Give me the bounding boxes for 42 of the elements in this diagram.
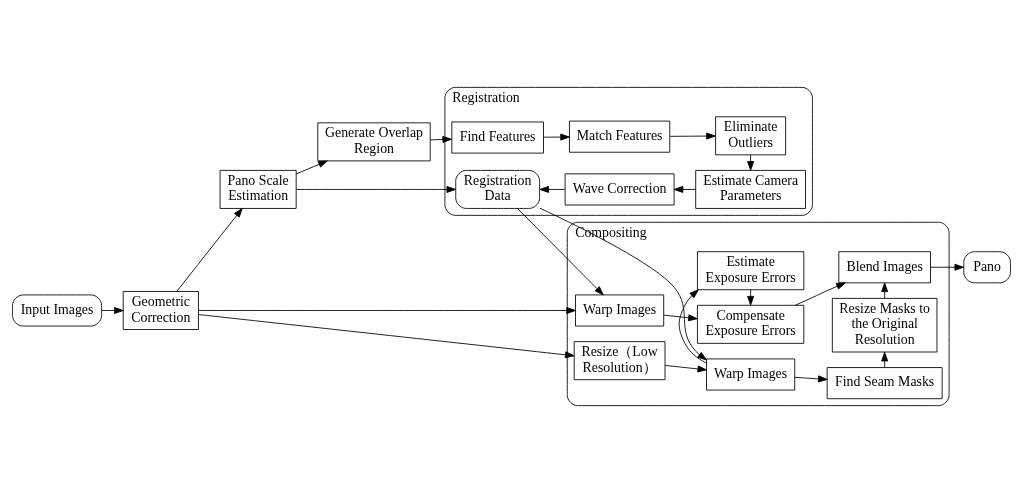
arrow (517, 207, 604, 295)
arrow (295, 185, 457, 193)
arrow (176, 207, 243, 292)
node-box: Resize（Low Resolution） (573, 340, 666, 380)
arrow (664, 364, 707, 372)
node-box: Blend Images (838, 250, 931, 283)
arrow (198, 313, 575, 358)
node-box: Pano (963, 250, 1011, 283)
node-box: Warp Images (575, 294, 665, 326)
node-box: Wave Correction (564, 172, 675, 205)
node-box: Resize Masks to the Original Resolution (831, 297, 938, 352)
node-box: Warp Images (706, 358, 796, 390)
arrow (881, 351, 889, 368)
node-box: Registration Data (455, 169, 541, 209)
node-box: Pano Scale Estimation (219, 169, 297, 209)
node-box: Find Features (451, 121, 544, 154)
arrow (543, 133, 570, 141)
node-box: Compensate Exposure Errors (697, 304, 805, 344)
arrow (669, 132, 716, 140)
node-box: Generate Overlap Region (317, 121, 431, 161)
arrow (673, 185, 696, 193)
arrow (663, 313, 698, 321)
arrow (930, 263, 964, 271)
node-box: Estimate Camera Parameters (695, 169, 806, 209)
arrow (539, 185, 566, 193)
arrow (295, 160, 328, 174)
node-box: Input Images (12, 294, 103, 326)
node-box: Eliminate Outliers (715, 115, 787, 155)
arrow (881, 282, 889, 299)
arrow (747, 153, 755, 171)
arrow (198, 306, 576, 314)
arrow (794, 281, 846, 306)
node-box: Match Features (569, 120, 671, 153)
arrow (539, 207, 707, 360)
arrow (794, 374, 828, 382)
arrow (430, 135, 452, 143)
node-box: Find Seam Masks (826, 366, 943, 399)
node-box: Geometric Correction (122, 290, 199, 330)
arrow (678, 288, 707, 364)
node-box: Estimate Exposure Errors (697, 250, 805, 290)
arrow (747, 288, 755, 305)
arrow (101, 306, 124, 314)
